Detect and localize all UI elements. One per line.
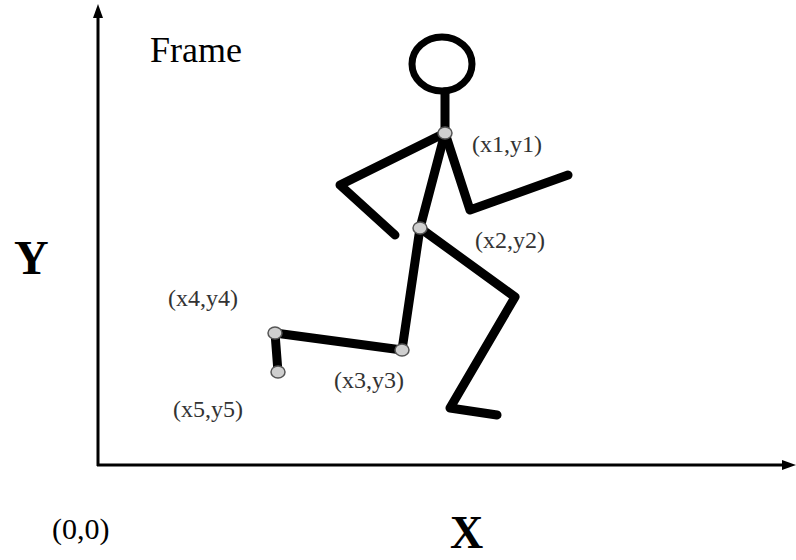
joint-marker <box>438 127 452 139</box>
left-arm <box>340 133 445 235</box>
joint-marker <box>268 327 282 339</box>
joint-coordinate: (x4,y4) <box>168 286 238 310</box>
x-axis <box>97 464 788 467</box>
joint-coordinate: (x3,y3) <box>334 368 404 392</box>
joint-marker <box>395 344 409 356</box>
joint-coordinate: (x2,y2) <box>475 228 545 252</box>
axis-label: Y <box>14 234 49 282</box>
joint-marker <box>271 366 285 378</box>
axis-label: X <box>450 510 483 556</box>
joint-markers <box>268 127 452 378</box>
axes <box>97 14 788 466</box>
torso <box>420 92 445 228</box>
joint-marker <box>413 222 427 234</box>
joint-coordinate: (x1,y1) <box>472 132 542 156</box>
stick-figure <box>275 37 568 415</box>
origin-label: (0,0) <box>52 514 109 544</box>
frame-label: Frame <box>150 32 242 68</box>
back-leg <box>275 228 420 372</box>
head <box>412 37 472 91</box>
joint-coordinate: (x5,y5) <box>173 397 243 421</box>
right-arm <box>445 133 568 210</box>
y-axis-arrowhead <box>93 4 103 18</box>
front-leg <box>420 228 515 415</box>
y-axis <box>97 14 100 466</box>
x-axis-arrowhead <box>782 460 796 470</box>
